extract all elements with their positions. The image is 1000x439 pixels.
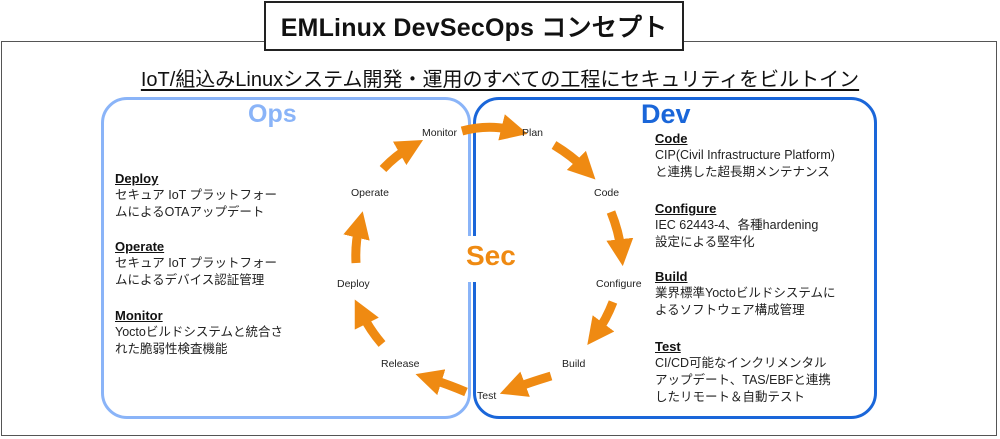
stage-monitor: Monitor (422, 127, 458, 139)
stage-deploy: Deploy (337, 278, 370, 290)
ops-item-heading: Deploy (115, 171, 159, 186)
ops-item-text: セキュア IoT プラットフォー ムによるOTAアップデート (115, 188, 278, 219)
arrow-plan-to-code (551, 141, 596, 180)
ops-title: Ops (248, 100, 297, 128)
dev-item-text: 業界標準Yoctoビルドシステムに よるソフトウェア構成管理 (655, 286, 836, 317)
dev-item-heading: Code (655, 131, 688, 146)
stage-build: Build (562, 358, 586, 370)
arrow-build-to-test (499, 371, 553, 397)
stage-test: Test (477, 390, 497, 402)
dev-item-heading: Build (655, 269, 688, 284)
arrow-release-to-deploy (354, 299, 386, 347)
ops-item-operate: Operate セキュア IoT プラットフォー ムによるデバイス認証管理 (115, 238, 277, 289)
dev-item-code: Code CIP(Civil Infrastructure Platform) … (655, 130, 835, 181)
stage-operate: Operate (351, 187, 389, 199)
ops-item-heading: Monitor (115, 308, 163, 323)
dev-item-text: CI/CD可能なインクリメンタル アップデート、TAS/EBFと連携 したリモー… (655, 356, 831, 404)
subtitle: IoT/組込みLinuxシステム開発・運用のすべての工程にセキュリティをビルトイ… (0, 63, 1000, 92)
sec-background (462, 236, 524, 282)
dev-item-heading: Configure (655, 201, 717, 216)
subtitle-text: IoT/組込みLinuxシステム開発・運用のすべての工程にセキュリティをビルトイ… (140, 69, 860, 91)
arrow-test-to-release (415, 369, 468, 397)
dev-item-build: Build 業界標準Yoctoビルドシステムに よるソフトウェア構成管理 (655, 268, 835, 319)
ops-item-deploy: Deploy セキュア IoT プラットフォー ムによるOTAアップデート (115, 170, 277, 221)
dev-title: Dev (641, 99, 691, 129)
ops-item-text: セキュア IoT プラットフォー ムによるデバイス認証管理 (115, 256, 278, 287)
page-title: EMLinux DevSecOps コンセプト (264, 1, 684, 51)
arrow-monitor-to-plan (460, 114, 528, 141)
stage-code: Code (594, 187, 620, 199)
ops-item-text: Yoctoビルドシステムと統合さ れた脆弱性検査機能 (115, 325, 283, 356)
stage-release: Release (381, 358, 420, 370)
dev-item-heading: Test (655, 339, 681, 354)
dev-item-test: Test CI/CD可能なインクリメンタル アップデート、TAS/EBFと連携 … (655, 338, 831, 406)
dev-item-text: IEC 62443-4、各種hardening 設定による堅牢化 (655, 218, 819, 249)
dev-item-configure: Configure IEC 62443-4、各種hardening 設定による堅… (655, 200, 818, 251)
ops-item-monitor: Monitor Yoctoビルドシステムと統合さ れた脆弱性検査機能 (115, 307, 283, 358)
arrow-code-to-configure (606, 210, 634, 267)
arrow-configure-to-build (587, 300, 618, 345)
arrow-deploy-to-operate (343, 211, 370, 264)
sec-label: Sec (466, 240, 516, 271)
stage-plan: Plan (522, 127, 544, 139)
stage-configure: Configure (596, 278, 642, 290)
arrow-operate-to-monitor (379, 139, 424, 173)
ops-item-heading: Operate (115, 239, 165, 254)
dev-item-text: CIP(Civil Infrastructure Platform) と連携した… (655, 148, 835, 179)
